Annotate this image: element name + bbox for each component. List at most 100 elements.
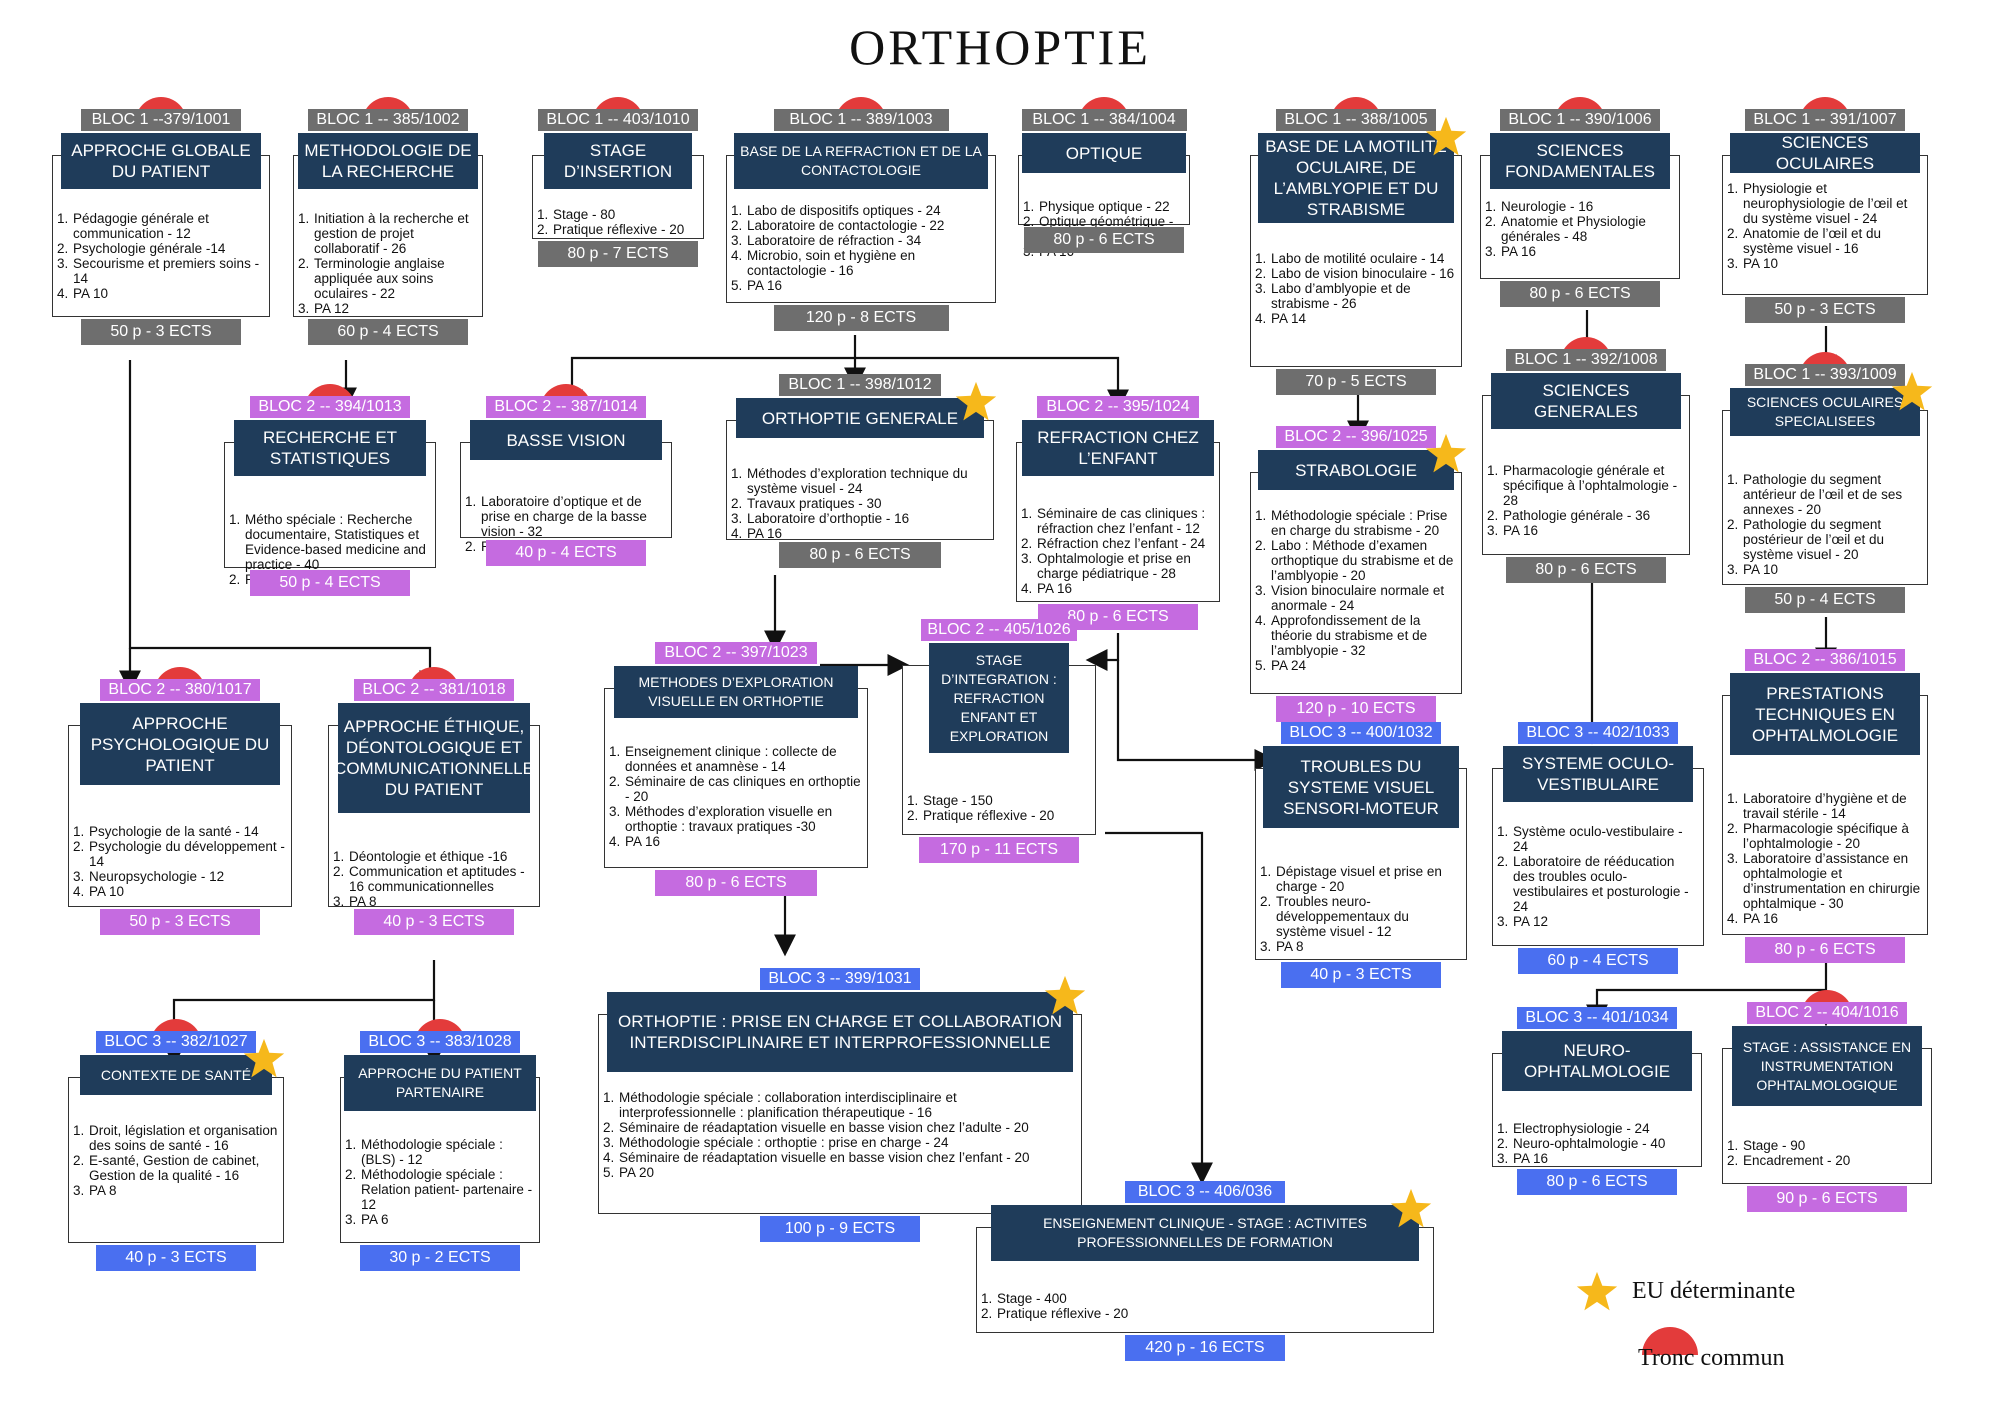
ue-course-item: Approfondissement de la théorie du strab…	[1270, 613, 1456, 658]
ue-bloc-tag: BLOC 1 -- 385/1002	[308, 109, 468, 131]
ue-credits: 50 p - 4 ECTS	[250, 570, 410, 596]
ue-course-item: Pédagogie générale et communication - 12	[72, 211, 264, 241]
ue-credits: 60 p - 4 ECTS	[1518, 948, 1678, 974]
ue-bloc-tag: BLOC 2 -- 405/1026	[921, 619, 1077, 641]
ue-title: ORTHOPTIE GENERALE	[736, 398, 984, 438]
ue-credits: 40 p - 3 ECTS	[1281, 962, 1441, 988]
ue-card: BLOC 2 -- 396/1025STRABOLOGIEMéthodologi…	[1250, 426, 1467, 722]
ue-course-item: Laboratoire d’assistance en ophtalmologi…	[1742, 851, 1922, 911]
ue-bloc-tag: BLOC 3 -- 382/1027	[96, 1031, 256, 1053]
ue-course-list: Méthodes d’exploration technique du syst…	[732, 466, 988, 541]
determinante-star-icon	[1389, 1187, 1433, 1231]
ue-credits: 40 p - 3 ECTS	[354, 909, 514, 935]
legend-star-icon	[1576, 1271, 1618, 1311]
ue-title: SCIENCES OCULAIRES	[1730, 133, 1920, 173]
ue-credits: 80 p - 6 ECTS	[1506, 557, 1666, 583]
determinante-star-icon	[954, 380, 998, 424]
ue-course-list: Dépistage visuel et prise en charge - 20…	[1261, 864, 1461, 954]
ue-course-list: Neurologie - 16Anatomie et Physiologie g…	[1486, 199, 1674, 259]
ue-title: SYSTEME OCULO-VESTIBULAIRE	[1503, 746, 1693, 802]
ue-bloc-tag: BLOC 3 -- 402/1033	[1518, 722, 1678, 744]
ue-bloc-tag: BLOC 1 -- 392/1008	[1506, 349, 1666, 371]
ue-course-item: PA 12	[1512, 914, 1698, 929]
ue-bloc-tag: BLOC 1 -- 403/1010	[538, 109, 698, 131]
ue-course-item: Anatomie et Physiologie générales - 48	[1500, 214, 1674, 244]
ue-course-item: PA 10	[1742, 562, 1922, 577]
ue-title: PRESTATIONS TECHNIQUES EN OPHTALMOLOGIE	[1730, 673, 1920, 755]
ue-course-item: Laboratoire d’orthoptie - 16	[746, 511, 988, 526]
ue-title: APPROCHE PSYCHOLOGIQUE DU PATIENT	[80, 703, 280, 785]
ue-course-item: Déontologie et éthique -16	[348, 849, 534, 864]
ue-title: STAGE : ASSISTANCE EN INSTRUMENTATION OP…	[1732, 1026, 1922, 1106]
ue-bloc-tag: BLOC 3 -- 401/1034	[1517, 1007, 1677, 1029]
ue-course-item: Méthodes d’exploration visuelle en ortho…	[624, 804, 862, 834]
ue-course-item: E-santé, Gestion de cabinet, Gestion de …	[88, 1153, 278, 1183]
ue-course-list: Stage - 80Pratique réflexive - 20	[538, 207, 698, 237]
ue-credits: 50 p - 3 ECTS	[81, 319, 241, 345]
ue-title: METHODES D’EXPLORATION VISUELLE EN ORTHO…	[614, 666, 858, 718]
ue-course-item: Neuropsychologie - 12	[88, 869, 286, 884]
ue-course-item: Initiation à la recherche et gestion de …	[313, 211, 477, 256]
ue-bloc-tag: BLOC 3 -- 400/1032	[1281, 722, 1441, 744]
ue-course-item: PA 10	[1742, 256, 1922, 271]
ue-title: SCIENCES OCULAIRES SPECIALISEES	[1730, 388, 1920, 436]
ue-course-list: Stage - 90Encadrement - 20	[1728, 1138, 1926, 1168]
arrow-395-to-400	[1116, 660, 1277, 771]
ue-title: APPROCHE ÉTHIQUE, DÉONTOLOGIQUE ET COMMU…	[334, 703, 534, 813]
ue-credits: 50 p - 3 ECTS	[1745, 297, 1905, 323]
ue-course-list: Stage - 150Pratique réflexive - 20	[908, 793, 1090, 823]
ue-course-list: Enseignement clinique : collecte de donn…	[610, 744, 862, 849]
ue-credits: 50 p - 3 ECTS	[100, 909, 260, 935]
ue-title: ENSEIGNEMENT CLINIQUE - STAGE : ACTIVITE…	[991, 1205, 1419, 1261]
ue-bloc-tag: BLOC 2 -- 387/1014	[486, 396, 646, 418]
ue-bloc-tag: BLOC 2 -- 386/1015	[1745, 649, 1905, 671]
ue-course-item: Labo d’amblyopie et de strabisme - 26	[1270, 281, 1456, 311]
ue-course-item: Réfraction chez l’enfant - 24	[1036, 536, 1214, 551]
ue-course-item: PA 16	[1036, 581, 1214, 596]
ue-course-item: Pathologie générale - 36	[1502, 508, 1684, 523]
ue-course-item: PA 14	[1270, 311, 1456, 326]
ue-card-border	[1250, 472, 1462, 694]
ue-title: BASSE VISION	[470, 420, 662, 460]
ue-bloc-tag: BLOC 1 -- 389/1003	[773, 109, 949, 131]
ue-credits: 60 p - 4 ECTS	[308, 319, 468, 345]
ue-credits: 90 p - 6 ECTS	[1747, 1186, 1907, 1212]
ue-course-item: Physique optique - 22	[1038, 199, 1184, 214]
ue-bloc-tag: BLOC 2 -- 380/1017	[100, 679, 260, 701]
ue-course-item: Labo de vision binoculaire - 16	[1270, 266, 1456, 281]
ue-course-item: Travaux pratiques - 30	[746, 496, 988, 511]
ue-course-item: PA 16	[1742, 911, 1922, 926]
ue-course-list: Pédagogie générale et communication - 12…	[58, 211, 264, 301]
ue-course-item: Pathologie du segment antérieur de l’œil…	[1742, 472, 1922, 517]
ue-credits: 120 p - 10 ECTS	[1276, 696, 1436, 722]
ue-bloc-tag: BLOC 2 -- 394/1013	[250, 396, 410, 418]
legend-tronc-commun: Tronc commun	[1638, 1345, 1785, 1371]
ue-bloc-tag: BLOC 1 -- 391/1007	[1745, 109, 1905, 131]
determinante-star-icon	[242, 1037, 286, 1081]
ue-course-list: Système oculo-vestibulaire - 24Laboratoi…	[1498, 824, 1698, 929]
ue-course-list: Méthodologie spéciale : collaboration in…	[604, 1090, 1076, 1180]
ue-course-item: Métho spéciale : Recherche documentaire,…	[244, 512, 430, 572]
ue-course-item: Secourisme et premiers soins - 14	[72, 256, 264, 286]
ue-course-item: Méthodologie spéciale : Relation patient…	[360, 1167, 534, 1212]
ue-course-item: Laboratoire d’hygiène et de travail stér…	[1742, 791, 1922, 821]
ue-course-list: Stage - 400Pratique réflexive - 20	[982, 1291, 1428, 1321]
ue-title: REFRACTION CHEZ L’ENFANT	[1022, 420, 1214, 476]
ue-course-list: Droit, législation et organisation des s…	[74, 1123, 278, 1198]
ue-course-item: PA 16	[624, 834, 862, 849]
ue-course-item: Dépistage visuel et prise en charge - 20	[1275, 864, 1461, 894]
ue-bloc-tag: BLOC 1 -- 390/1006	[1500, 109, 1660, 131]
ue-bloc-tag: BLOC 1 -- 384/1004	[1021, 109, 1187, 131]
ue-credits: 50 p - 4 ECTS	[1745, 587, 1905, 613]
ue-card-border	[726, 420, 994, 540]
ue-credits: 40 p - 4 ECTS	[486, 540, 646, 566]
ue-course-item: Laboratoire de réfraction - 34	[746, 233, 990, 248]
